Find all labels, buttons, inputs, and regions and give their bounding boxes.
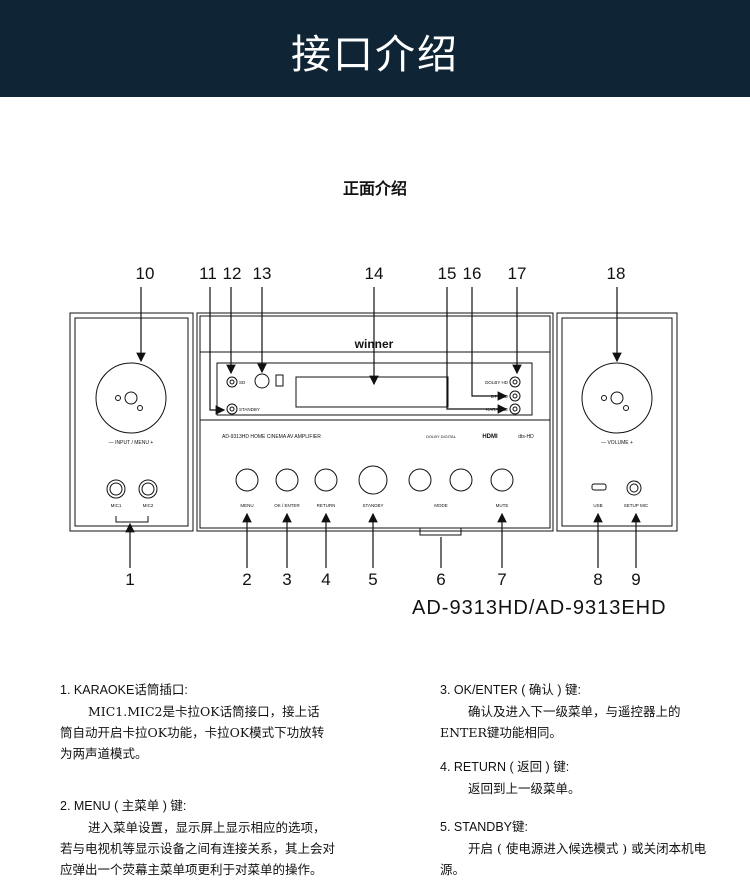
callout-13: 13 bbox=[252, 264, 272, 283]
section-return: 4. RETURN ( 返回 ) 键: 返回到上一级菜单。 bbox=[440, 757, 715, 799]
callout-11: 11 bbox=[199, 264, 217, 283]
section-body-karaoke: MIC1.MIC2是卡拉OK话筒接口，接上话筒自动开启卡拉OK功能，卡拉OK模式… bbox=[60, 704, 325, 761]
callout-4: 4 bbox=[321, 570, 331, 589]
setup-mic-label: SETUP MIC bbox=[624, 503, 649, 508]
display-dolbyhd-label: DOLBY HD bbox=[485, 380, 509, 385]
callout-16: 16 bbox=[462, 264, 482, 283]
section-title-menu: 2. MENU ( 主菜单 ) 键: bbox=[60, 799, 187, 813]
section-body-standby: 开启 ( 使电源进入候选模式 ) 或关闭本机电源。 bbox=[440, 841, 707, 877]
hdmi-logo: HDMI bbox=[482, 434, 498, 440]
display-dtshd-label: DTS-HD bbox=[491, 394, 509, 399]
model-line: AD-9313HD/AD-9313EHD bbox=[412, 597, 667, 619]
input-menu-label: — INPUT / MENU + bbox=[109, 440, 154, 446]
page-title: 接口介绍 bbox=[291, 32, 459, 78]
menu-label: MENU bbox=[240, 503, 253, 508]
section-title-standby: 5. STANDBY键: bbox=[440, 820, 528, 834]
dolby-logo: DOLBY DIGITAL bbox=[426, 434, 457, 439]
callout-7: 7 bbox=[497, 570, 507, 589]
usb-label: USB bbox=[593, 503, 602, 508]
section-ok-enter: 3. OK/ENTER ( 确认 ) 键: 确认及进入下一级菜单，与遥控器上的E… bbox=[440, 680, 715, 743]
ok-enter-label: OK / ENTER bbox=[274, 503, 300, 508]
section-body-ok-enter: 确认及进入下一级菜单，与遥控器上的ENTER键功能相同。 bbox=[440, 704, 681, 740]
section-body-return: 返回到上一级菜单。 bbox=[468, 781, 581, 796]
display-karaoke-label: KARAOKE bbox=[486, 407, 508, 412]
brand-logo: winner bbox=[354, 337, 394, 351]
mic2-label: MIC2 bbox=[143, 503, 154, 508]
callout-14: 14 bbox=[364, 264, 384, 283]
standby-label: STANDBY bbox=[363, 503, 384, 508]
callout-5: 5 bbox=[368, 570, 378, 589]
callout-6: 6 bbox=[436, 570, 446, 589]
callout-2: 2 bbox=[242, 570, 252, 589]
callout-15: 15 bbox=[437, 264, 457, 283]
callout-1: 1 bbox=[125, 570, 135, 589]
page-header: 接口介绍 bbox=[0, 0, 750, 97]
volume-label: — VOLUME + bbox=[601, 440, 633, 446]
callout-8: 8 bbox=[593, 570, 603, 589]
callout-17: 17 bbox=[507, 264, 527, 283]
callout-12: 12 bbox=[222, 264, 242, 283]
section-body-menu: 进入菜单设置，显示屏上显示相应的选项，若与电视机等显示设备之间有连接关系，其上会… bbox=[60, 820, 336, 877]
callout-9: 9 bbox=[631, 570, 641, 589]
return-label: RETURN bbox=[317, 503, 336, 508]
section-menu: 2. MENU ( 主菜单 ) 键: 进入菜单设置，显示屏上显示相应的选项，若与… bbox=[60, 796, 335, 880]
model-small-label: AD-9313HD HOME CINEMA AV AMPLIFIER bbox=[222, 434, 321, 440]
mode-label: MODE bbox=[434, 503, 448, 508]
callout-3: 3 bbox=[282, 570, 292, 589]
section-title: 正面介绍 bbox=[342, 179, 407, 198]
mic1-label: MIC1 bbox=[111, 503, 122, 508]
callout-18: 18 bbox=[606, 264, 626, 283]
display-standby-label: STANDBY bbox=[239, 407, 260, 412]
mute-label: MUTE bbox=[496, 503, 509, 508]
section-title-karaoke: 1. KARAOKE话筒插口: bbox=[60, 683, 188, 697]
display-sd-label: SD bbox=[239, 380, 246, 385]
section-standby: 5. STANDBY键: 开启 ( 使电源进入候选模式 ) 或关闭本机电源。 bbox=[440, 817, 715, 880]
section-title-return: 4. RETURN ( 返回 ) 键: bbox=[440, 760, 570, 774]
dts-logo: dts-HD bbox=[518, 434, 534, 440]
callout-10: 10 bbox=[135, 264, 155, 283]
section-karaoke: 1. KARAOKE话筒插口: MIC1.MIC2是卡拉OK话筒接口，接上话筒自… bbox=[60, 680, 330, 764]
section-title-ok-enter: 3. OK/ENTER ( 确认 ) 键: bbox=[440, 683, 581, 697]
